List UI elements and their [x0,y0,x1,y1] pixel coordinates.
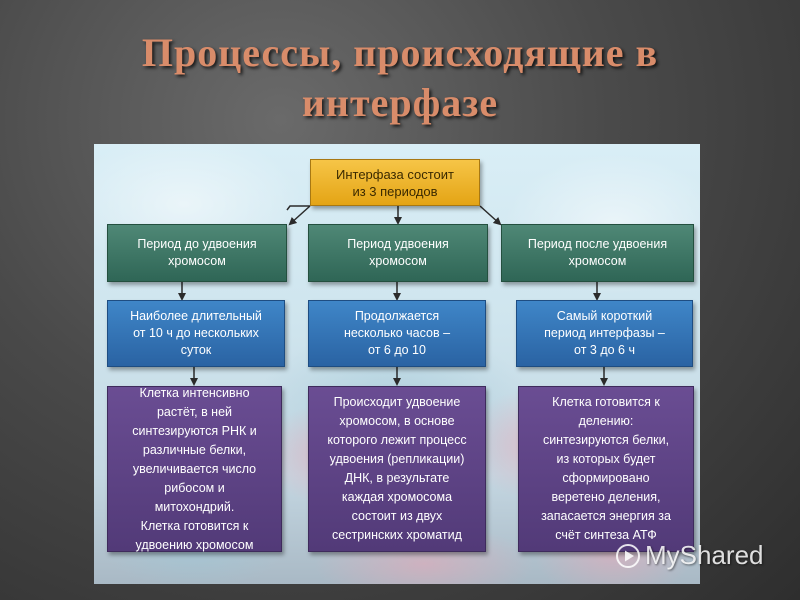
description-1-line: синтезируются РНК и [132,423,257,438]
description-box-3: Клетка готовится к делению: синтезируютс… [518,386,694,552]
root-text-line-2: из 3 периодов [352,183,438,199]
duration-1-line-3: суток [180,343,212,357]
period-3-line-1: Период после удвоения [527,237,668,251]
description-1-line: различные белки, [142,442,247,457]
duration-2-line-1: Продолжается [354,309,440,323]
watermark-text: MyShared [645,540,764,570]
duration-3-line-1: Самый короткий [556,309,653,323]
root-text-line-1: Интерфаза состоит [335,166,454,182]
description-box-2: Происходит удвоение хромосом, в основе к… [308,386,486,552]
duration-1-line-2: от 10 ч до нескольких [133,326,259,340]
duration-box-3: Самый короткий период интерфазы – от 3 д… [516,300,693,367]
period-2-line-2: хромосом [369,254,427,268]
title-line-2: интерфазе [301,80,499,125]
period-box-pre-replication: Период до удвоения хромосом [107,224,287,282]
duration-3-line-2: период интерфазы – [544,326,665,340]
description-1-line: растёт, в ней [156,404,233,419]
period-2-line-1: Период удвоения [347,237,449,251]
title-line-1: Процессы, происходящие в [141,30,659,75]
description-3-line: счёт синтеза АТФ [555,528,657,542]
description-3-line: синтезируются белки, [542,433,670,447]
duration-1-line-1: Наиболее длительный [130,309,262,323]
period-1-line-1: Период до удвоения [137,237,257,251]
slide-title: Процессы, происходящие в интерфазе [60,28,740,128]
description-3-line: из которых будет [556,452,656,466]
interphase-root-box: Интерфаза состоит из 3 периодов [310,159,480,206]
duration-box-1: Наиболее длительный от 10 ч до нескольки… [107,300,285,367]
arrow-root-to-period-1-diag [288,205,311,226]
myshared-watermark: MyShared [615,540,764,571]
description-1-line: Клетка интенсивно [139,385,250,400]
description-3-line: запасается энергия за [541,509,671,523]
description-2-line: ДНК, в результате [344,471,450,485]
description-2-line: каждая хромосома [341,490,453,504]
period-box-post-replication: Период после удвоения хромосом [501,224,694,282]
description-3-line: веретено деления, [551,490,661,504]
description-2-line: сестринских хроматид [332,528,462,542]
description-2-line: Происходит удвоение [333,395,461,409]
description-3-line: Клетка готовится к [552,395,660,409]
duration-3-line-3: от 3 до 6 ч [574,343,635,357]
description-1-line: Клетка готовится к [140,518,249,533]
connector-arrows [178,205,608,386]
period-1-line-2: хромосом [168,254,226,268]
period-box-replication: Период удвоения хромосом [308,224,488,282]
diagram-panel: Интерфаза состоит из 3 периодов Период д… [94,144,700,584]
play-triangle-icon [616,543,640,568]
duration-2-line-3: от 6 до 10 [368,343,426,357]
arrow-root-to-period-1 [286,205,310,211]
description-3-line: делению: [578,414,634,428]
description-1-line: увеличивается число [132,461,257,476]
duration-box-2: Продолжается несколько часов – от 6 до 1… [308,300,486,367]
description-2-line: которого лежит процесс [327,433,467,447]
description-3-line: сформировано [562,471,650,485]
description-1-line: удвоению хромосом [135,537,254,552]
description-2-line: удвоения (репликации) [329,452,465,466]
duration-2-line-2: несколько часов – [343,326,451,340]
description-2-line: хромосом, в основе [339,414,455,428]
period-3-line-2: хромосом [568,254,627,268]
description-2-line: состоит из двух [351,509,443,523]
arrow-root-to-period-3 [479,205,502,226]
description-box-1: Клетка интенсивно растёт, в ней синтезир… [107,386,282,552]
description-1-line: рибосом и митохондрий. [154,480,235,514]
